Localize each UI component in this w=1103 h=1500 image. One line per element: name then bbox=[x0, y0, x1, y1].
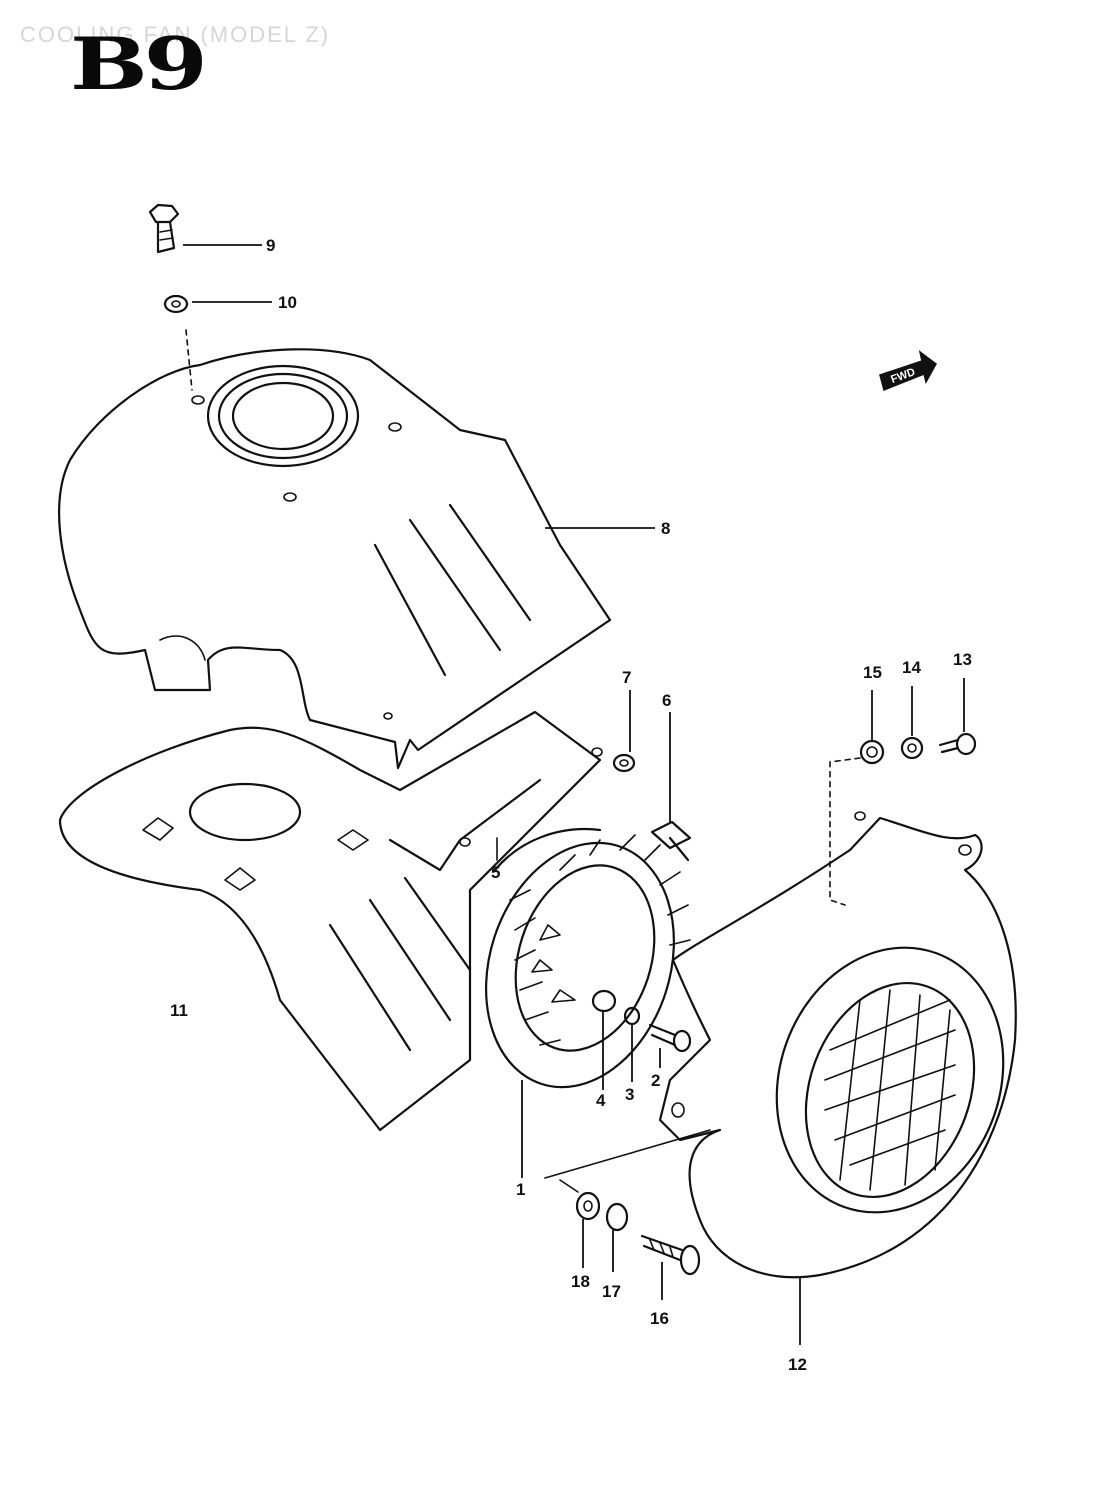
upper-shroud-part-8 bbox=[57, 348, 612, 770]
callout-16: 16 bbox=[650, 1309, 669, 1328]
callout-10: 10 bbox=[278, 293, 297, 312]
callout-3: 3 bbox=[625, 1085, 634, 1104]
callout-15: 15 bbox=[863, 663, 882, 682]
cooling-fan-part-1 bbox=[484, 828, 691, 1089]
callout-14: 14 bbox=[902, 658, 921, 677]
bolt-part-2 bbox=[648, 1023, 692, 1053]
section-title: COOLING FAN (MODEL Z) bbox=[20, 22, 331, 47]
starter-cup-part-6 bbox=[650, 820, 692, 862]
forward-arrow-icon: FWD bbox=[879, 350, 937, 392]
callout-17: 17 bbox=[602, 1282, 621, 1301]
washer-part-15 bbox=[859, 739, 885, 765]
section-code: B9 bbox=[70, 21, 208, 106]
bolt-part-16 bbox=[640, 1234, 701, 1276]
callout-9: 9 bbox=[266, 236, 275, 255]
assembly-line bbox=[544, 1129, 711, 1193]
callout-13: 13 bbox=[953, 650, 972, 669]
bolt-part-9 bbox=[148, 203, 180, 254]
callout-7: 7 bbox=[622, 668, 631, 687]
lower-shroud-part-11 bbox=[58, 710, 603, 1132]
washer-part-17 bbox=[605, 1202, 629, 1232]
callout-4: 4 bbox=[596, 1091, 606, 1110]
callout-1: 1 bbox=[516, 1180, 525, 1199]
assembly-line bbox=[185, 329, 193, 391]
nut-part-7 bbox=[612, 753, 636, 773]
callout-5: 5 bbox=[491, 863, 500, 882]
callout-8: 8 bbox=[661, 519, 670, 538]
fan-housing-part-12 bbox=[658, 811, 1017, 1279]
washer-part-14 bbox=[900, 736, 924, 760]
lock-washer-part-3 bbox=[623, 1006, 641, 1026]
assembly-line bbox=[829, 757, 861, 906]
washer-part-18 bbox=[575, 1191, 601, 1221]
callout-2: 2 bbox=[651, 1071, 660, 1090]
callout-6: 6 bbox=[662, 691, 671, 710]
screw-part-13 bbox=[938, 732, 977, 756]
callout-11: 11 bbox=[170, 1001, 188, 1020]
callout-12: 12 bbox=[788, 1355, 807, 1374]
callout-18: 18 bbox=[571, 1272, 590, 1291]
washer-part-10 bbox=[163, 294, 189, 314]
